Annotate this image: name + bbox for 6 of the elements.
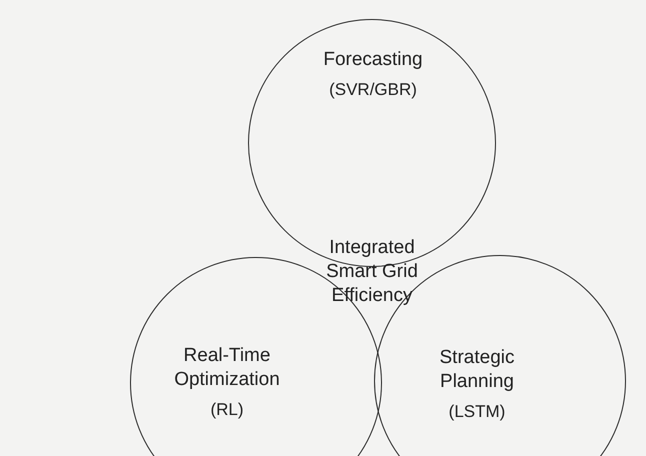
circle-subtitle: (RL)	[209, 399, 245, 421]
circle-title: Strategic Planning	[438, 346, 516, 394]
circle-title: Real-Time Optimization	[173, 344, 281, 392]
circle-subtitle: (LSTM)	[448, 401, 506, 423]
circle-subtitle: (SVR/GBR)	[328, 79, 418, 101]
circle-title: Forecasting	[322, 48, 424, 72]
